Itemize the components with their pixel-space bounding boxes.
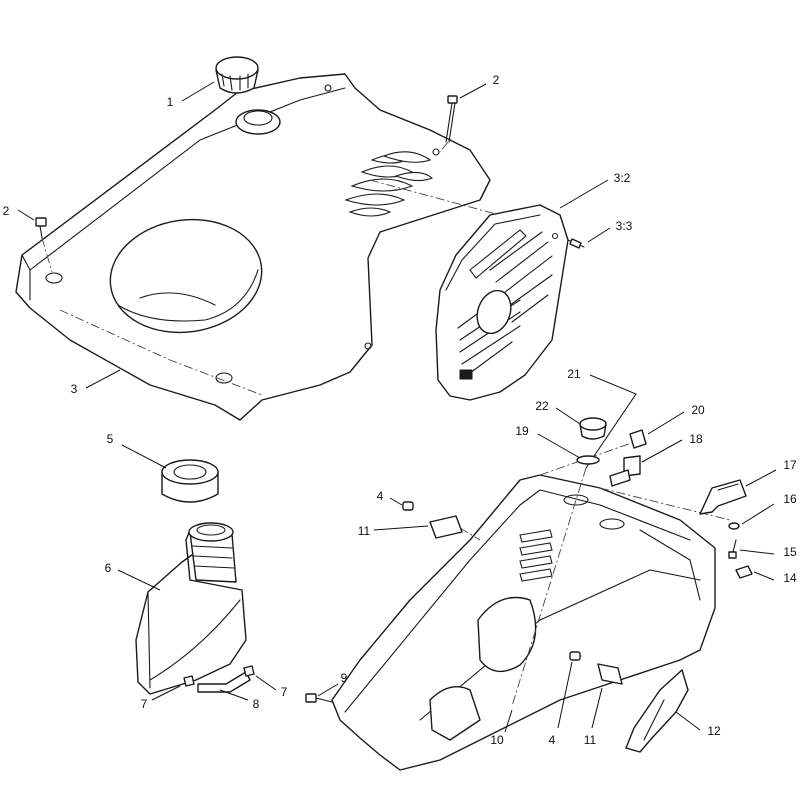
callout-12: 12 <box>707 724 721 738</box>
nut-part-bottom <box>569 651 581 661</box>
callout-3-2: 3:2 <box>614 171 631 185</box>
bracket-part-top <box>429 515 463 539</box>
callout-16: 16 <box>783 492 797 506</box>
callout-3: 3 <box>71 382 78 396</box>
callout-3-3: 3:3 <box>616 219 633 233</box>
throttle-screw-part <box>728 539 737 559</box>
callout-18: 18 <box>689 432 703 446</box>
throttle-lever-part <box>699 479 747 515</box>
callout-7-left: 7 <box>141 697 148 711</box>
control-rod-part <box>511 393 637 707</box>
upper-shroud-part <box>15 73 556 421</box>
callout-19: 19 <box>515 424 529 438</box>
bracket-part-bottom <box>597 663 623 685</box>
screw-part-9 <box>305 693 333 703</box>
fuel-tank-part <box>135 522 247 695</box>
callout-4-bottom: 4 <box>549 733 556 747</box>
ignition-switch-part <box>609 455 641 487</box>
fuel-cap-part <box>215 56 259 94</box>
washer-part <box>576 455 600 465</box>
callout-labels: 1 2 2 3 3:2 3:3 5 6 7 7 8 4 11 9 10 4 11… <box>3 73 797 747</box>
callout-15: 15 <box>783 545 797 559</box>
nut-part-top <box>402 501 414 511</box>
callout-4-top: 4 <box>377 489 384 503</box>
callout-8: 8 <box>253 697 260 711</box>
callout-21: 21 <box>567 367 581 381</box>
lock-nut-part <box>735 565 753 579</box>
callout-leaders <box>17 81 777 733</box>
handle-panel-part <box>331 439 731 771</box>
callout-2-top: 2 <box>493 73 500 87</box>
callout-1: 1 <box>167 95 174 109</box>
callout-14: 14 <box>783 571 797 585</box>
callout-11-top: 11 <box>358 524 371 538</box>
callout-22: 22 <box>535 399 549 413</box>
side-panel-part <box>435 204 569 401</box>
grommet-part <box>161 459 219 503</box>
callout-5: 5 <box>107 432 114 446</box>
callout-6: 6 <box>105 561 112 575</box>
knob-part <box>579 417 607 440</box>
side-cover-part <box>625 669 689 753</box>
callout-17: 17 <box>783 458 797 472</box>
spacer-part <box>728 522 740 530</box>
callout-20: 20 <box>691 403 705 417</box>
key-part <box>629 429 647 449</box>
callout-9: 9 <box>341 671 348 685</box>
panel-screw-part <box>567 238 585 249</box>
screw-part-left <box>35 217 53 273</box>
callout-2-left: 2 <box>3 204 10 218</box>
callout-11-bottom: 11 <box>584 733 597 747</box>
callout-10: 10 <box>490 733 504 747</box>
fuel-hose-fittings <box>183 665 255 693</box>
screw-part-top <box>439 95 458 153</box>
callout-7-right: 7 <box>281 685 288 699</box>
